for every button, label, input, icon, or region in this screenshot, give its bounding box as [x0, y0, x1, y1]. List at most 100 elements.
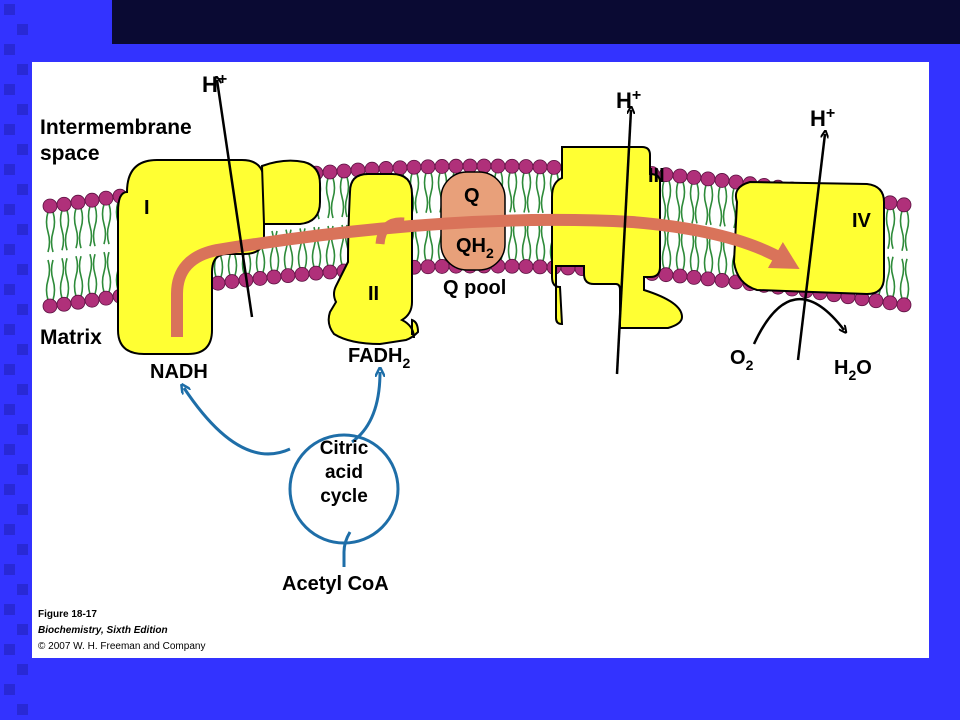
- lipid-head: [518, 259, 534, 274]
- lipid-tail: [722, 186, 728, 227]
- h-plus-2-plus: +: [632, 87, 641, 104]
- lipid-tail: [339, 176, 345, 218]
- lipid-tail: [899, 210, 905, 252]
- lipid-head: [504, 258, 520, 274]
- h-plus-1-plus: +: [218, 71, 227, 88]
- checker-square: [4, 164, 15, 175]
- lipid-head: [336, 163, 352, 179]
- lipid-tail: [680, 181, 686, 223]
- figure-number: Figure 18-17: [38, 609, 97, 620]
- lipid-tail: [59, 210, 65, 251]
- h-plus-label-1: H+: [202, 71, 227, 97]
- copyright: © 2007 W. H. Freeman and Company: [38, 641, 206, 652]
- lipid-head: [294, 266, 310, 282]
- lipid-head: [896, 297, 912, 313]
- lipid-tail: [526, 172, 532, 213]
- complex-iii: [551, 146, 684, 329]
- lipid-tail: [899, 258, 905, 300]
- lipid-head: [518, 159, 534, 174]
- checker-square: [17, 304, 28, 315]
- fadh2-sub: 2: [402, 355, 410, 371]
- qh2-sub: 2: [486, 245, 494, 261]
- citric-label: Citric: [320, 438, 369, 459]
- lipid-head: [672, 168, 688, 184]
- lipid-tail: [73, 207, 79, 249]
- h-plus-3-plus: +: [826, 105, 835, 122]
- lipid-tail: [885, 208, 891, 250]
- lipid-head: [896, 197, 912, 213]
- lipid-tail: [890, 208, 896, 250]
- complex-iv-label: IV: [852, 210, 872, 232]
- fadh2-main: FADH: [348, 345, 402, 367]
- checker-square: [17, 704, 28, 715]
- figure-panel: Intermembrane space Matrix I II III IV Q…: [32, 62, 929, 658]
- checker-square: [4, 404, 15, 415]
- lipid-tail: [675, 229, 681, 271]
- lipid-tail: [512, 172, 518, 213]
- lipid-head: [448, 158, 464, 174]
- lipid-tail: [535, 220, 541, 262]
- lipid-tail: [694, 231, 700, 272]
- lipid-head: [98, 290, 114, 306]
- lipid-head: [392, 160, 408, 176]
- lipid-head: [714, 273, 730, 288]
- lipid-tail: [666, 228, 672, 269]
- lipid-tail: [101, 203, 107, 245]
- lipid-tail: [64, 258, 70, 299]
- o2-label: O2: [730, 347, 754, 373]
- lipid-tail: [87, 253, 93, 295]
- lipid-tail: [423, 172, 429, 214]
- lipid-head: [462, 158, 478, 174]
- checker-square: [17, 104, 28, 115]
- lipid-tail: [689, 231, 695, 272]
- lipid-head: [84, 192, 100, 208]
- lipid-tail: [64, 210, 70, 251]
- o2-main: O: [730, 347, 746, 369]
- arrow-from-acetyl-coa: [342, 531, 352, 567]
- lipid-tail: [885, 256, 891, 298]
- lipid-tail: [694, 183, 700, 224]
- lipid-head: [252, 271, 268, 286]
- checker-square: [17, 544, 28, 555]
- h2o-label: H2O: [834, 357, 872, 383]
- lipid-head: [210, 275, 226, 291]
- checker-square: [17, 344, 28, 355]
- checker-square: [17, 224, 28, 235]
- lipid-tail: [50, 259, 56, 301]
- space-label: space: [40, 142, 100, 165]
- lipid-head: [70, 294, 86, 310]
- lipid-tail: [661, 180, 667, 221]
- qh2-main: QH: [456, 235, 486, 257]
- intermembrane-label: Intermembrane: [40, 116, 192, 139]
- lipid-head: [42, 198, 58, 214]
- lipid-tail: [675, 181, 681, 223]
- q-pool-label: Q pool: [443, 277, 506, 299]
- proton-arrow-2: [615, 110, 631, 375]
- lipid-head: [266, 269, 282, 285]
- book-title: Biochemistry, Sixth Edition: [38, 625, 168, 636]
- electron-flow-arrow: [171, 213, 800, 337]
- lipid-tail: [680, 229, 686, 271]
- lipid-tail: [708, 184, 714, 226]
- proton-arrow-1: [217, 80, 254, 318]
- checker-square: [4, 564, 15, 575]
- lipid-tail: [904, 210, 910, 252]
- lipid-tail: [507, 172, 513, 213]
- checker-square: [17, 424, 28, 435]
- h-plus-label-3: H+: [810, 105, 835, 131]
- lipid-tail: [106, 203, 112, 245]
- lipid-head: [420, 259, 436, 275]
- checker-square: [17, 664, 28, 675]
- checker-square: [4, 84, 15, 95]
- proton-arrow-3: [796, 134, 825, 361]
- lipid-tail: [73, 255, 79, 297]
- h2o-h: H: [834, 357, 848, 379]
- lipid-head: [476, 158, 492, 174]
- lipid-head: [56, 196, 72, 212]
- lipid-tail: [890, 256, 896, 298]
- h-plus-3-h: H: [810, 106, 826, 131]
- h-plus-2-h: H: [616, 88, 632, 113]
- lipid-tail: [703, 184, 709, 226]
- lipid-tail: [414, 172, 420, 214]
- lipid-tail: [330, 177, 336, 219]
